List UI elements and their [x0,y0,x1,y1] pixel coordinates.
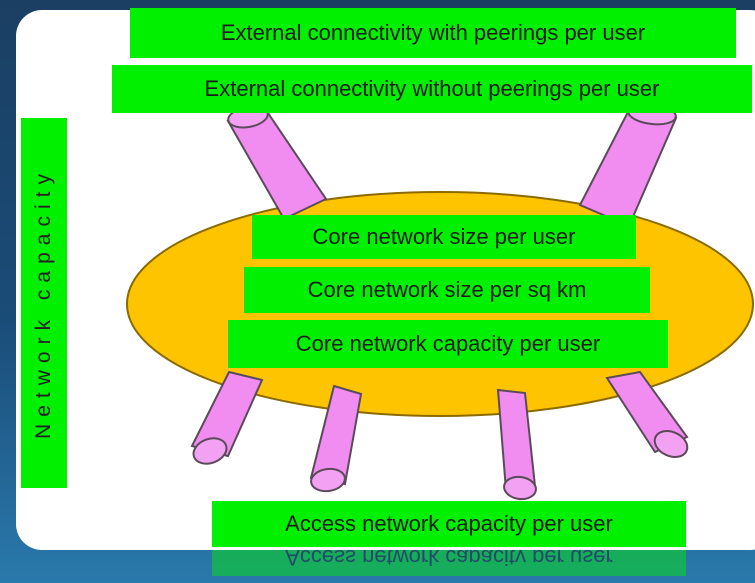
lower-pipe-4 [605,370,689,458]
access-label-reflection: Access network capacity per user [212,550,686,578]
network-capacity-text: Network capacity [32,167,55,439]
external-connectivity-without-peerings-label: External connectivity without peerings p… [112,65,752,113]
network-capacity-label: Network capacity [21,118,67,488]
upper-pipe-left [226,105,328,221]
core-network-size-per-user-label: Core network size per user [252,215,636,259]
core-network-capacity-per-user-label: Core network capacity per user [228,320,668,368]
access-network-capacity-per-user-label: Access network capacity per user [212,501,686,547]
upper-pipe-right [578,102,678,228]
access-label-reflection-text: Access network capacity per user [212,550,686,576]
external-connectivity-with-peerings-label: External connectivity with peerings per … [130,8,736,58]
lower-pipe-1 [190,370,264,465]
lower-pipe-2 [309,384,363,493]
core-network-size-per-sq-km-label: Core network size per sq km [244,267,650,313]
lower-pipe-3 [496,388,537,501]
